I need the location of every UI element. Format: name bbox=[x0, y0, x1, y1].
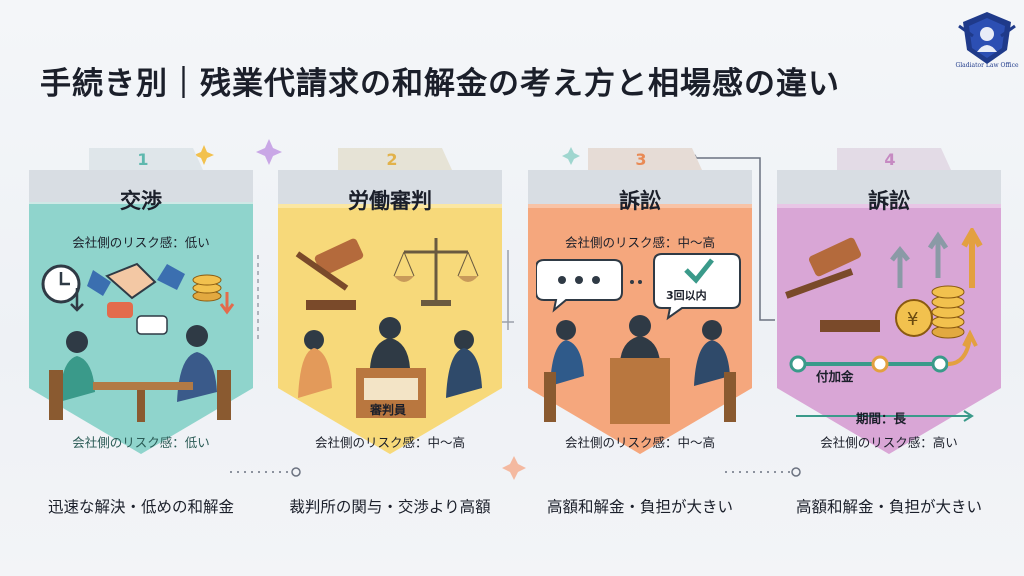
card-title: 訴訟 bbox=[619, 189, 661, 213]
risk-label-bottom: 会社側のリスク感：中〜高 bbox=[314, 435, 465, 450]
logo-text: Gladiator Law Office bbox=[955, 62, 1019, 69]
page-title: 手続き別｜残業代請求の和解金の考え方と相場感の違い bbox=[40, 66, 840, 102]
card-title: 交渉 bbox=[120, 189, 162, 213]
lawsuit-payment-illustration: ¥ bbox=[785, 228, 983, 422]
bubble-label: 3回以内 bbox=[666, 289, 707, 302]
risk-label-top: 会社側のリスク感：中〜高 bbox=[564, 235, 715, 250]
logo-shield-icon bbox=[958, 12, 1016, 64]
card-number: 4 bbox=[884, 150, 896, 169]
card-number: 3 bbox=[635, 150, 647, 169]
card-number: 2 bbox=[386, 150, 398, 169]
lawsuit-illustration bbox=[536, 253, 741, 424]
labor-tribunal-illustration bbox=[295, 238, 482, 418]
card-title: 労働審判 bbox=[348, 189, 432, 213]
risk-label-bottom: 会社側のリスク感：低い bbox=[72, 435, 210, 450]
risk-label-bottom: 会社側のリスク感：高い bbox=[820, 435, 958, 450]
risk-label-top: 会社側のリスク感：低い bbox=[72, 235, 210, 250]
judge-sign: 審判員 bbox=[370, 403, 407, 417]
card-number: 1 bbox=[137, 150, 149, 169]
risk-label-bottom: 会社側のリスク感：中〜高 bbox=[564, 435, 715, 450]
card-caption: 迅速な解決・低めの和解金 bbox=[47, 498, 234, 516]
period-label: 期間：長 bbox=[856, 411, 907, 426]
card-caption: 高額和解金・負担が大きい bbox=[795, 498, 982, 516]
svg-text:¥: ¥ bbox=[907, 309, 918, 330]
card-caption: 裁判所の関与・交渉より高額 bbox=[289, 498, 491, 516]
card-caption: 高額和解金・負担が大きい bbox=[546, 498, 733, 516]
card-title: 訴訟 bbox=[868, 189, 910, 213]
addon-label: 付加金 bbox=[816, 369, 854, 384]
negotiation-illustration bbox=[41, 262, 235, 422]
